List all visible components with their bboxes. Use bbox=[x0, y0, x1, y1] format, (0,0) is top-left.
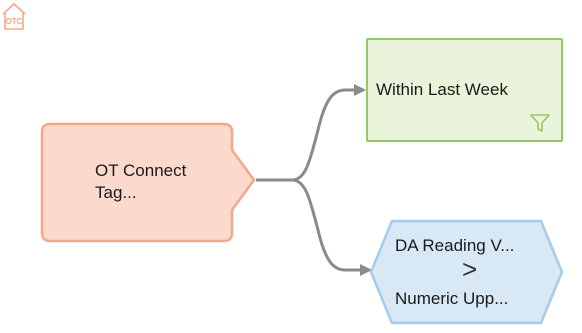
condition-operator: > bbox=[462, 254, 478, 284]
connector-to-filter[interactable] bbox=[256, 84, 366, 182]
source-line-1: OT Connect bbox=[95, 161, 187, 180]
condition-field-label: DA Reading V... bbox=[395, 236, 515, 255]
connector-to-condition[interactable] bbox=[256, 178, 372, 276]
node-within-last-week[interactable]: Within Last Week bbox=[366, 38, 563, 142]
condition-value-label: Numeric Upp... bbox=[395, 289, 509, 308]
funnel-icon bbox=[530, 114, 550, 132]
source-line-2: Tag... bbox=[95, 183, 137, 202]
node-within-last-week-label: Within Last Week bbox=[376, 80, 508, 99]
node-ot-connect-tag-label: OT Connect Tag... bbox=[95, 160, 215, 204]
